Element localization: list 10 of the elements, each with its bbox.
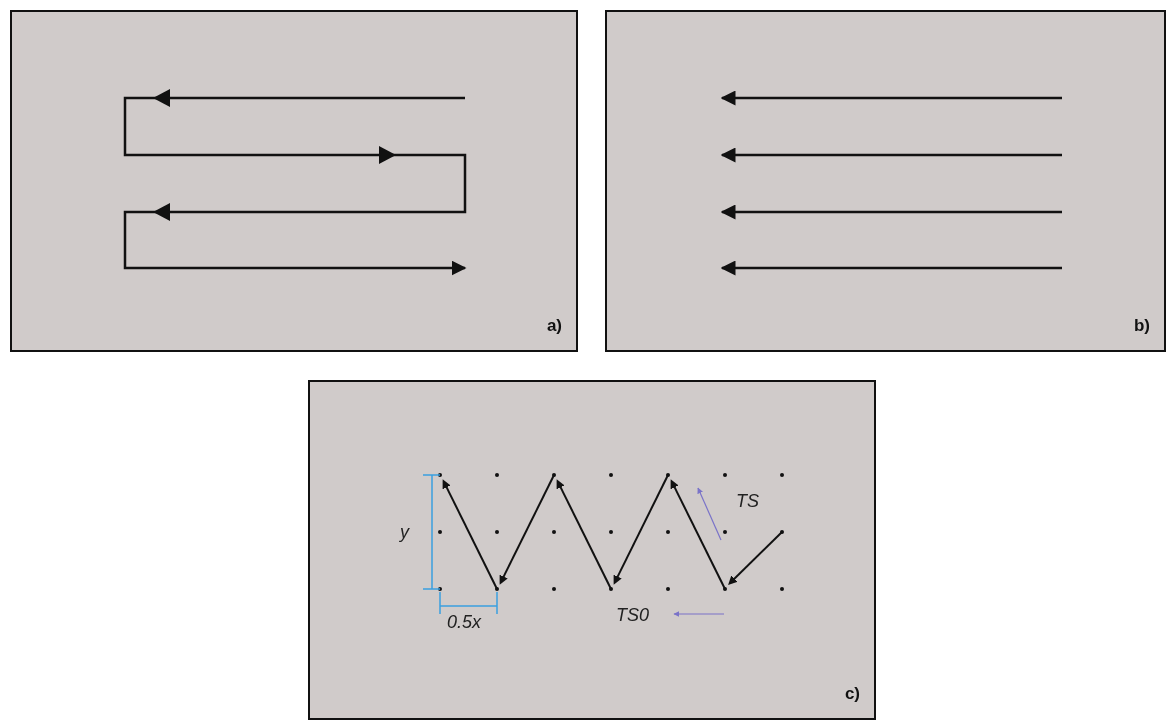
panel-label: c)	[844, 684, 860, 704]
panel	[605, 10, 1166, 352]
panel-label: b)	[1133, 316, 1150, 336]
dimension-label: y	[400, 523, 409, 541]
dimension-label: 0.5x	[447, 613, 482, 631]
panel	[308, 380, 876, 720]
annotation-label: TS0	[616, 606, 649, 624]
panel-label: a)	[546, 316, 562, 336]
panel	[10, 10, 578, 352]
annotation-label: TS	[736, 492, 759, 510]
